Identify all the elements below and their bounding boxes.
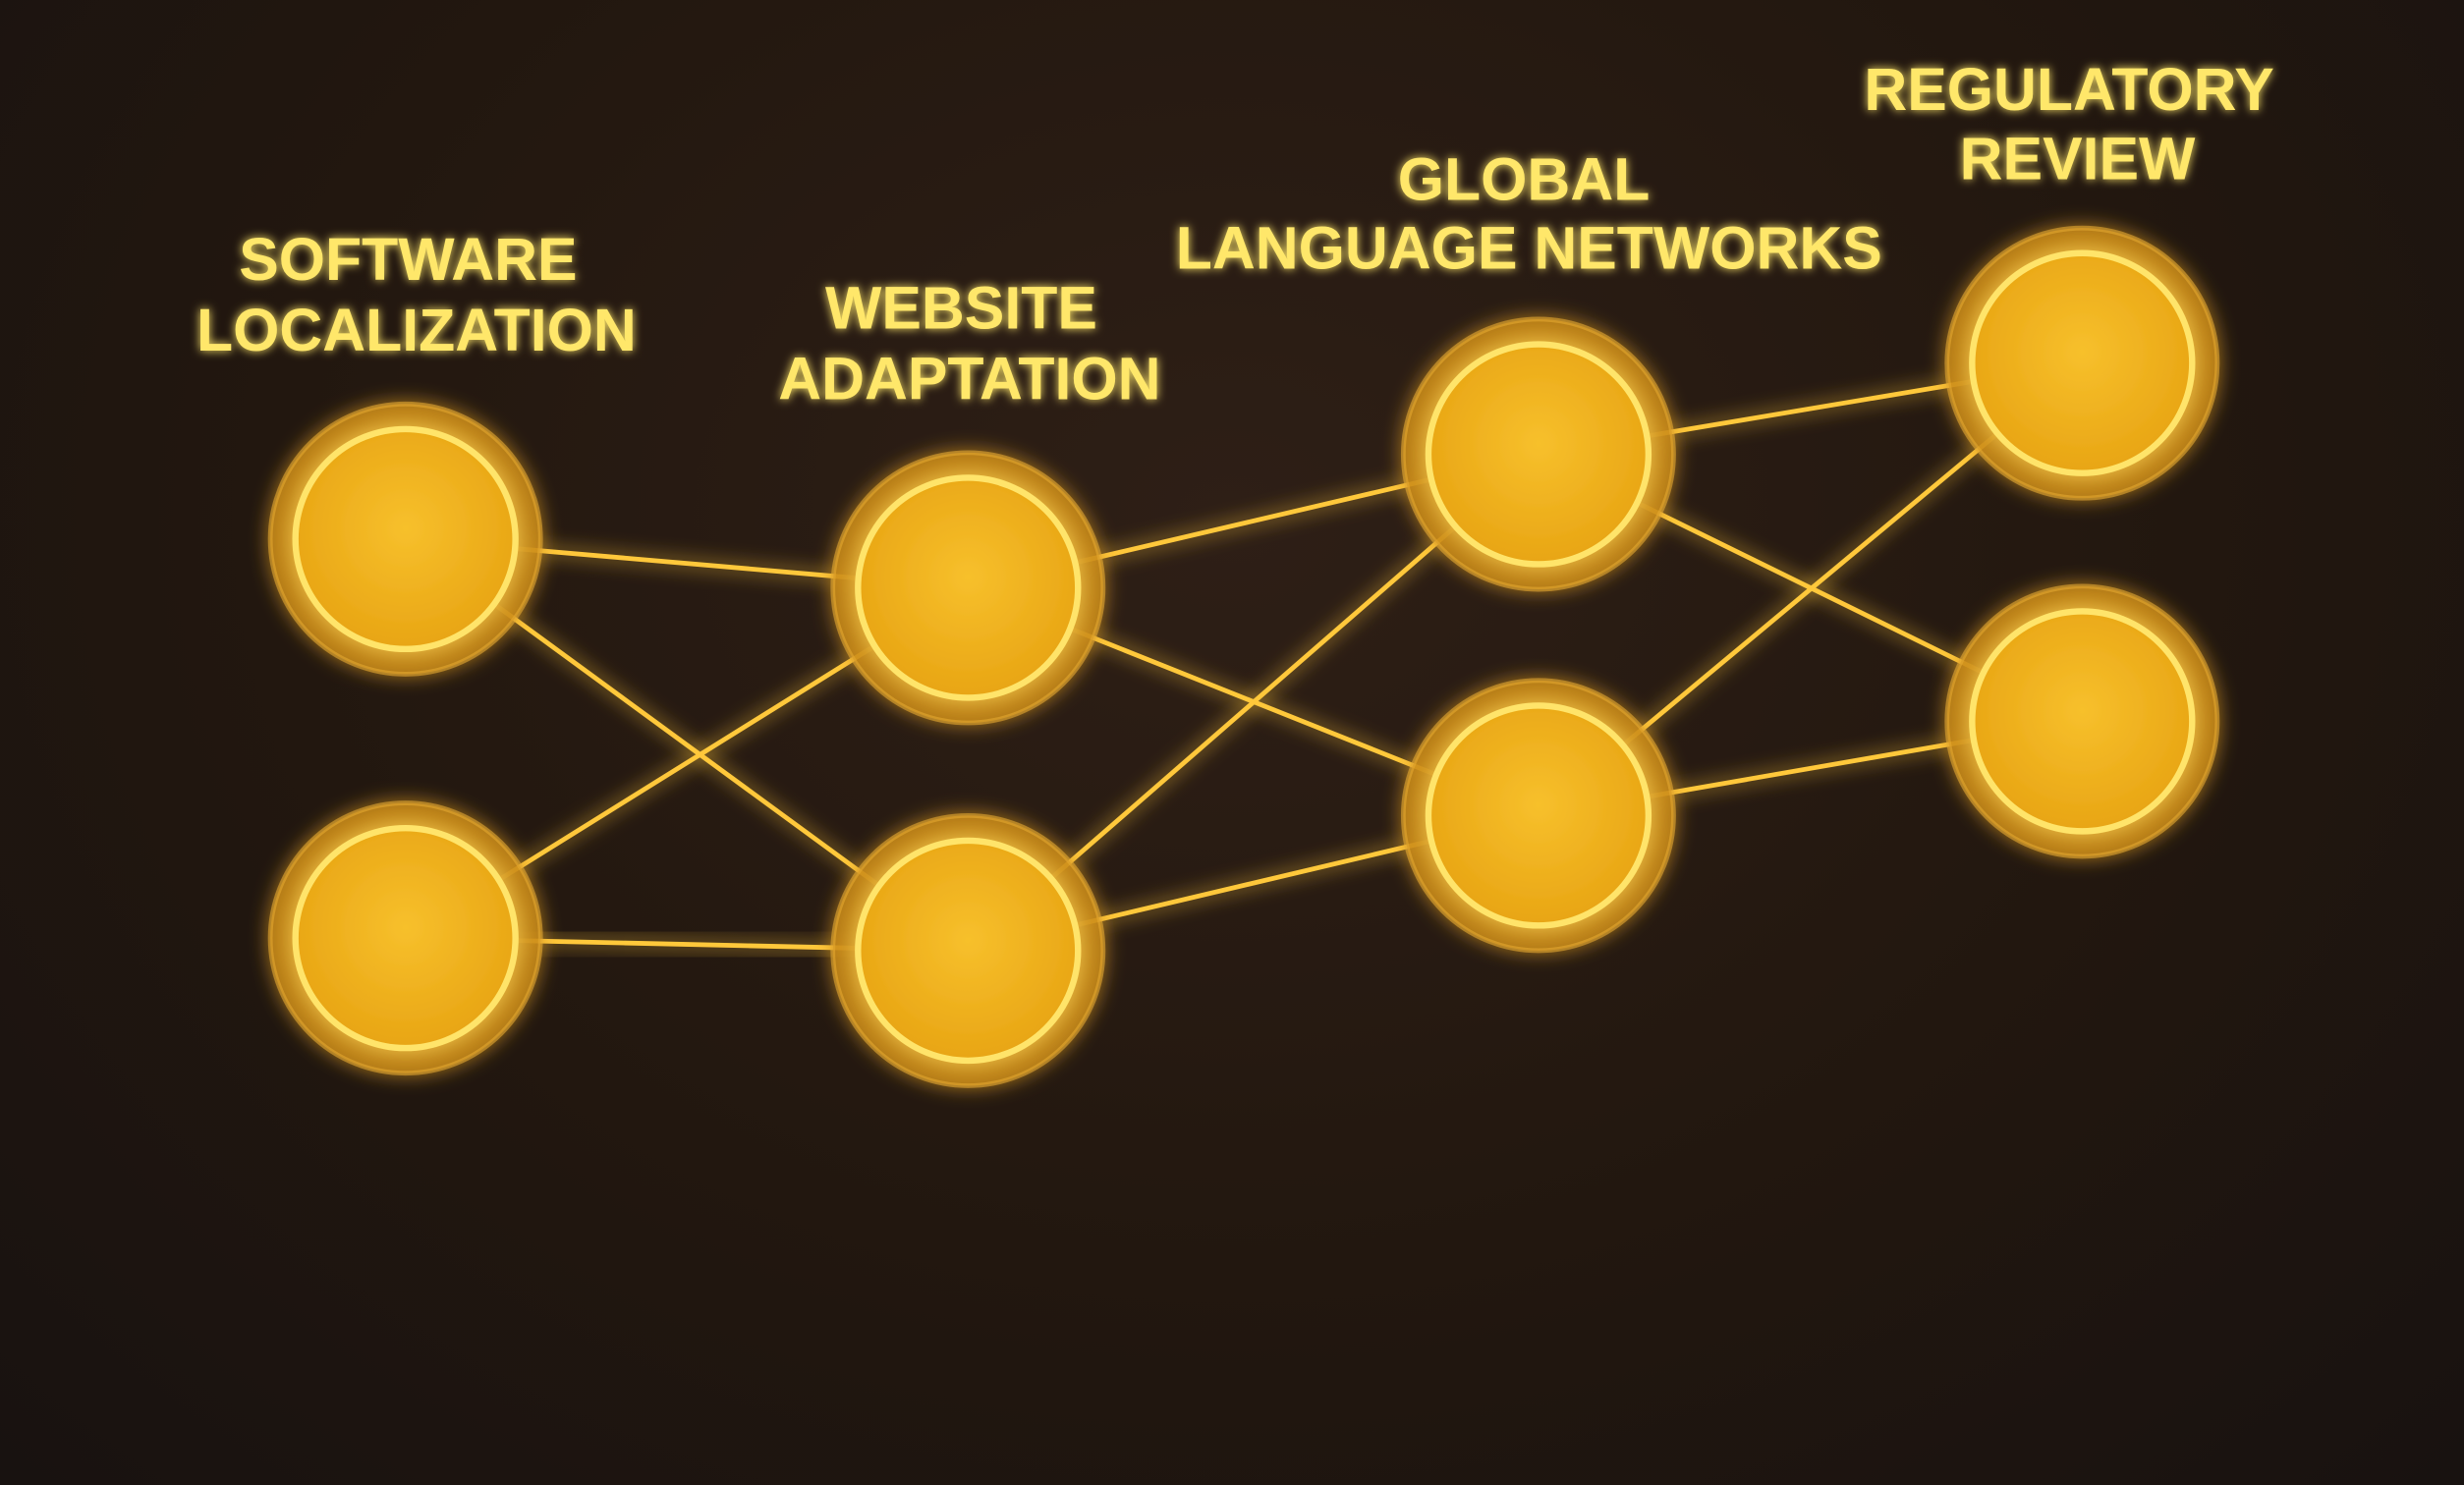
label-line: LOCALIZATION (196, 297, 637, 363)
label-line: SOFTWARE (239, 226, 577, 293)
node-n3 (1400, 316, 1676, 592)
node-n1 (267, 401, 543, 677)
label-software-localization: SOFTWARE LOCALIZATION (196, 226, 637, 363)
node-n8 (1944, 583, 2220, 859)
node-core (855, 474, 1082, 701)
label-line: REVIEW (1960, 126, 2196, 192)
node-n7 (1400, 678, 1676, 954)
label-line: WEBSITE (825, 275, 1097, 342)
label-line: LANGUAGE NETWORKS (1176, 215, 1882, 282)
node-core (1969, 608, 2196, 835)
label-regulatory-review: REGULATORY REVIEW (1864, 56, 2290, 192)
label-global-language-networks: GLOBAL LANGUAGE NETWORKS (1176, 145, 1882, 281)
node-n6 (830, 812, 1106, 1088)
edges-layer (403, 360, 2085, 954)
node-n4 (1944, 225, 2220, 501)
node-core (855, 837, 1082, 1065)
node-core (1969, 249, 2196, 476)
label-line: GLOBAL (1398, 145, 1651, 212)
node-n5 (267, 800, 543, 1076)
node-core (1425, 341, 1652, 568)
nodes-layer (267, 225, 2220, 1088)
node-core (292, 824, 519, 1052)
label-website-adaptation: WEBSITE ADAPTATION (778, 275, 1160, 412)
label-line: ADAPTATION (778, 346, 1160, 412)
label-line: REGULATORY (1864, 56, 2274, 123)
node-n2 (830, 450, 1106, 726)
node-core (292, 425, 519, 653)
node-core (1425, 702, 1652, 929)
